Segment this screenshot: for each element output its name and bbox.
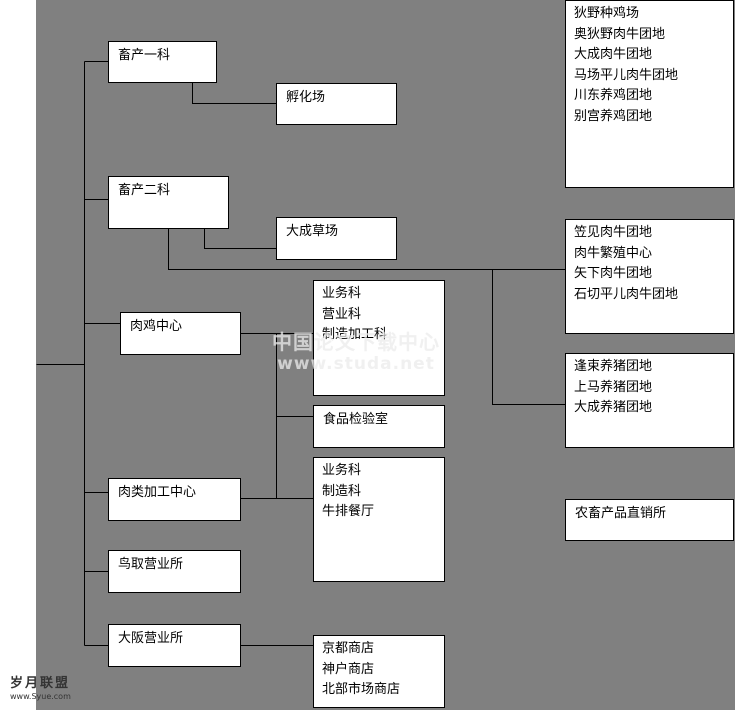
node-meat-departments: 业务科 制造科 牛排餐厅 <box>313 457 445 582</box>
node-line: 制造科 <box>322 483 362 499</box>
node-label: 畜产二科 <box>118 183 171 198</box>
node-line: 狄野种鸡场 <box>574 6 640 21</box>
node-label: 大阪营业所 <box>118 631 184 646</box>
node-tottori-office: 鸟取营业所 <box>108 550 241 593</box>
node-direct-store: 农畜产品直销所 <box>565 499 734 541</box>
node-line: 制造加工科 <box>322 327 388 342</box>
node-line: 马场平儿肉牛团地 <box>574 67 679 83</box>
node-label: 肉鸡中心 <box>130 319 183 334</box>
node-label: 农畜产品直销所 <box>575 506 667 521</box>
node-dacheng-grassland: 大成草场 <box>276 217 397 260</box>
node-line: 川东养鸡团地 <box>574 88 653 103</box>
node-line: 奥狄野肉牛团地 <box>574 26 666 42</box>
corner-logo-url: www.Syue.com <box>10 692 71 701</box>
node-farms-group-a: 狄野种鸡场 奥狄野肉牛团地 大成肉牛团地 马场平儿肉牛团地 川东养鸡团地 别宫养… <box>565 0 734 188</box>
node-line: 大成养猪团地 <box>574 400 653 415</box>
node-label: 肉类加工中心 <box>118 485 197 500</box>
node-line: 业务科 <box>322 463 362 478</box>
node-line: 肉牛繁殖中心 <box>574 245 653 261</box>
node-livestock-dept-2: 畜产二科 <box>108 176 229 229</box>
node-line: 逢束养猪团地 <box>574 359 653 374</box>
node-line: 业务科 <box>322 286 362 301</box>
node-osaka-office: 大阪营业所 <box>108 624 241 667</box>
node-broiler-center: 肉鸡中心 <box>120 312 241 355</box>
node-meat-processing-center: 肉类加工中心 <box>108 478 241 521</box>
node-livestock-dept-1: 畜产一科 <box>108 41 217 83</box>
corner-logo-title: 岁月联盟 <box>10 676 71 691</box>
corner-logo: 岁月联盟 www.Syue.com <box>10 676 71 702</box>
node-farms-group-b: 笠见肉牛团地 肉牛繁殖中心 矢下肉牛团地 石切平儿肉牛团地 <box>565 219 734 334</box>
node-line: 别宫养鸡团地 <box>574 108 653 124</box>
node-line: 大成肉牛团地 <box>574 47 653 62</box>
node-osaka-shops: 京都商店 神户商店 北部市场商店 <box>313 635 445 708</box>
node-line: 京都商店 <box>322 641 375 656</box>
node-line: 上马养猪团地 <box>574 379 653 395</box>
node-label: 食品检验室 <box>323 412 389 427</box>
node-line: 牛排餐厅 <box>322 504 375 519</box>
node-hatchery: 孵化场 <box>276 83 397 125</box>
node-line: 石切平儿肉牛团地 <box>574 286 679 302</box>
node-line: 营业科 <box>322 306 362 322</box>
node-line: 北部市场商店 <box>322 682 401 697</box>
node-broiler-departments: 业务科 营业科 制造加工科 <box>313 280 445 396</box>
node-line: 神户商店 <box>322 661 375 677</box>
node-label: 孵化场 <box>286 90 326 105</box>
node-line: 笠见肉牛团地 <box>574 225 653 240</box>
node-farms-group-c: 逢束养猪团地 上马养猪团地 大成养猪团地 <box>565 353 734 448</box>
node-label: 鸟取营业所 <box>118 557 184 572</box>
node-label: 畜产一科 <box>118 48 171 63</box>
node-line: 矢下肉牛团地 <box>574 266 653 281</box>
node-label: 大成草场 <box>286 224 339 239</box>
node-food-lab: 食品检验室 <box>313 405 445 448</box>
